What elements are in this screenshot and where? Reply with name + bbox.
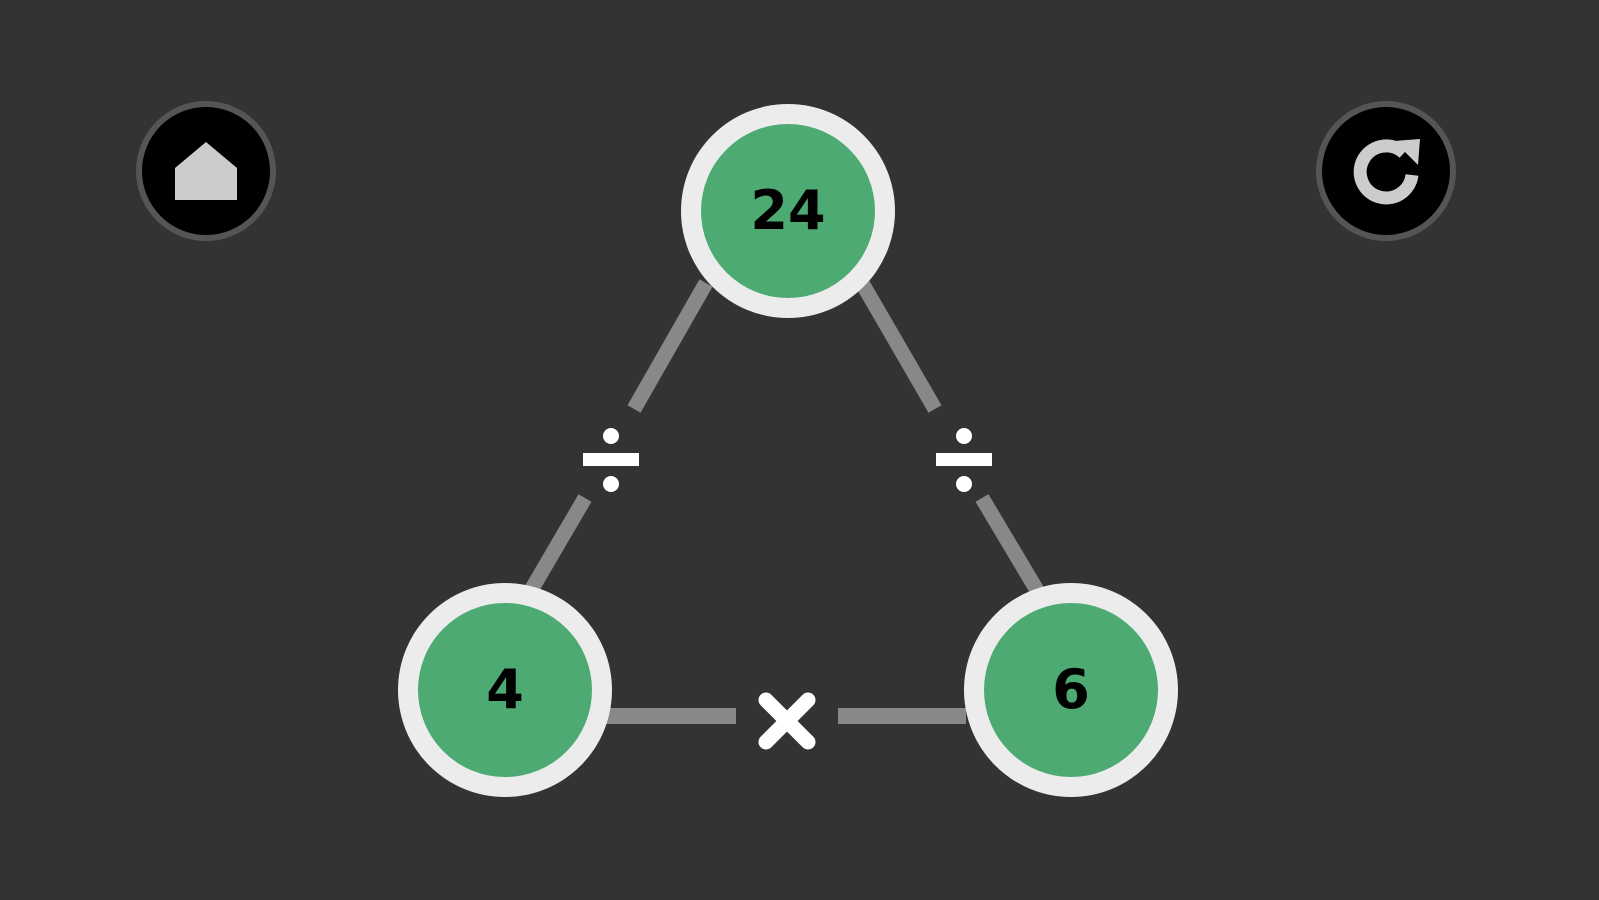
multiply-icon <box>758 692 816 750</box>
restart-button[interactable] <box>1316 101 1456 241</box>
divide-operator-right[interactable] <box>929 425 999 495</box>
target-value: 24 <box>750 179 826 242</box>
edge-left-lower <box>523 494 592 596</box>
number-node-right[interactable]: 6 <box>964 583 1178 797</box>
number-node-left[interactable]: 4 <box>398 583 612 797</box>
edge-left-upper <box>627 279 713 413</box>
number-node-left-fill: 4 <box>418 603 592 777</box>
number-left-value: 4 <box>486 658 524 721</box>
edge-right-upper <box>855 279 942 413</box>
home-icon <box>175 142 237 200</box>
number-node-right-fill: 6 <box>984 603 1158 777</box>
divide-operator-left[interactable] <box>576 425 646 495</box>
target-node[interactable]: 24 <box>681 104 895 318</box>
restart-icon <box>1353 139 1420 205</box>
divide-icon <box>583 428 639 492</box>
target-node-fill: 24 <box>701 124 875 298</box>
divide-icon <box>936 428 992 492</box>
home-button[interactable] <box>136 101 276 241</box>
number-right-value: 6 <box>1052 658 1090 721</box>
edge-right-lower <box>975 494 1045 596</box>
multiply-operator-bottom[interactable] <box>752 686 822 756</box>
